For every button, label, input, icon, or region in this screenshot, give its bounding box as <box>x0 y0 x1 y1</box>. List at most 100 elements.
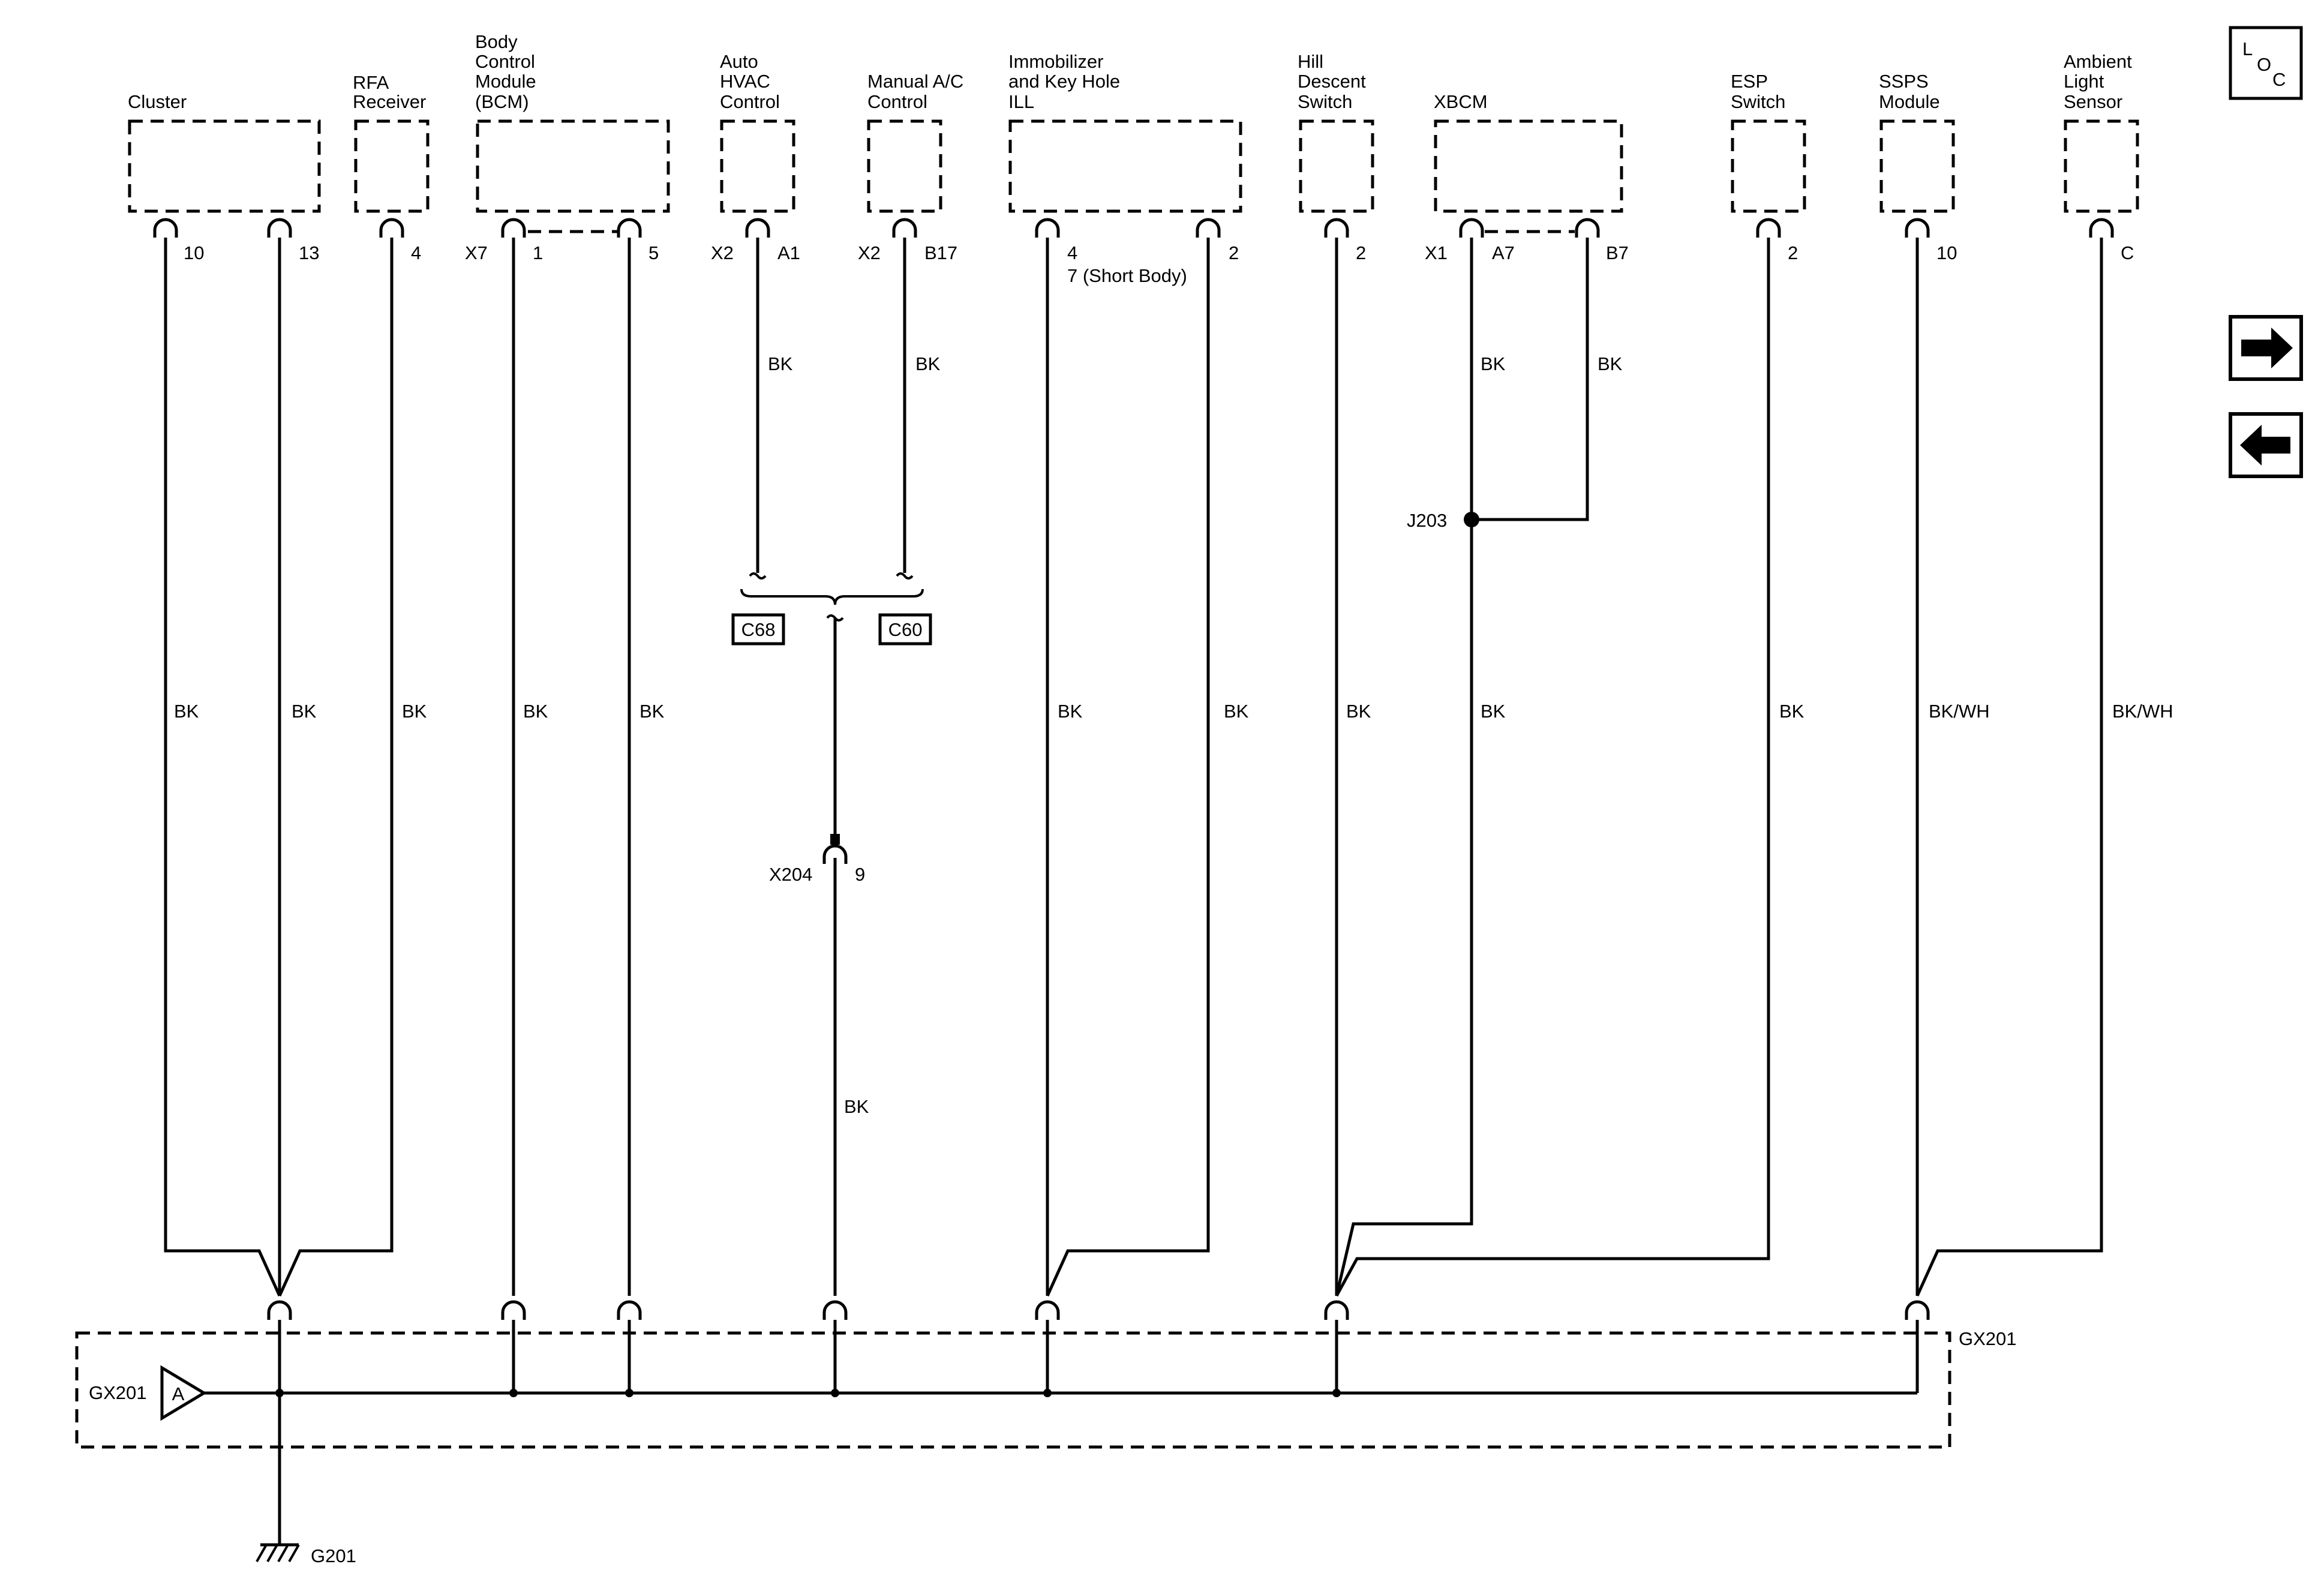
label-rfa-2: Receiver <box>353 91 426 112</box>
wirecolor-bcm-5: BK <box>639 701 665 722</box>
label-cluster: Cluster <box>128 91 187 112</box>
j203-dot <box>1464 512 1479 527</box>
gx201-terminal-hill <box>1324 1300 1349 1320</box>
terminal-bcm-5 <box>617 218 642 238</box>
pin-xbcm-b: B7 <box>1606 242 1629 263</box>
wirecolor-xbcm-a7-bottom: BK <box>1481 701 1506 722</box>
terminal-esp-2 <box>1756 218 1781 238</box>
c60-mark <box>896 572 914 580</box>
terminal-immo-4 <box>1035 218 1060 238</box>
terminal-xbcm-a7 <box>1459 218 1484 238</box>
wirecolor-cluster-10: BK <box>174 701 199 722</box>
pin-bcm-a: 1 <box>533 242 543 263</box>
ground-g201: G201 <box>256 1543 356 1566</box>
label-bcm-4: (BCM) <box>475 91 529 112</box>
pin-bcm-conn: X7 <box>465 242 488 263</box>
terminal-xbcm-b7 <box>1575 218 1600 238</box>
wirecolor-x204: BK <box>844 1096 869 1117</box>
box-immobilizer <box>1008 119 1242 213</box>
wire-xbcm-b7 <box>1472 238 1589 521</box>
terminal-rfa-4 <box>379 218 404 238</box>
bus-dot-immo <box>1043 1389 1052 1397</box>
wire-esp-2 <box>1335 238 1770 1297</box>
bottom-terminals <box>267 1300 1930 1320</box>
label-immo-3: ILL <box>1008 91 1034 112</box>
label-manual-1: Manual A/C <box>867 71 963 92</box>
bus-dot-bcm-5 <box>625 1389 633 1397</box>
pin-xbcm-conn: X1 <box>1425 242 1448 263</box>
wirecolor-esp: BK <box>1779 701 1804 722</box>
gx201-block-label: GX201 <box>1959 1328 2017 1349</box>
inline-connector-c68-c60: C68 C60 <box>731 572 932 646</box>
label-hvac-1: Auto <box>720 51 758 72</box>
box-manual-ac <box>867 119 942 213</box>
loc-letter-l: L <box>2242 38 2253 59</box>
gx201-terminal-x204 <box>822 1300 848 1320</box>
g201-label: G201 <box>311 1545 356 1566</box>
arrow-right-icon <box>2241 328 2293 368</box>
pin-labels: 10 13 4 X7 1 5 X2 A1 X2 B17 4 7 (Short B… <box>184 242 2134 286</box>
terminal-immo-2 <box>1196 218 1221 238</box>
box-hvac <box>720 119 795 213</box>
terminal-bcm-1 <box>501 218 526 238</box>
loc-button-frame <box>2229 26 2303 100</box>
terminal-ssps-10 <box>1905 218 1930 238</box>
loc-button[interactable]: L O C <box>2229 26 2303 100</box>
c68-mark <box>749 572 767 580</box>
label-immo-1: Immobilizer <box>1008 51 1103 72</box>
bus-dot-x204 <box>831 1389 839 1397</box>
top-terminals <box>153 218 2114 238</box>
previous-page-button[interactable] <box>2229 412 2303 478</box>
c60-box <box>878 613 932 646</box>
label-ssps-2: Module <box>1879 91 1940 112</box>
label-immo-2: and Key Hole <box>1008 71 1120 92</box>
wirecolor-xbcm-a7-top: BK <box>1481 353 1506 374</box>
wirecolor-rfa: BK <box>402 701 427 722</box>
next-page-button[interactable] <box>2229 315 2303 381</box>
gx201-terminal-ssps <box>1905 1300 1930 1320</box>
gx201-box <box>75 1331 1951 1449</box>
j203-label: J203 <box>1407 510 1447 531</box>
box-ssps <box>1879 119 1955 213</box>
terminal-hill-2 <box>1324 218 1349 238</box>
pin-immo-a: 4 <box>1067 242 1077 263</box>
pin-manual: B17 <box>924 242 957 263</box>
box-bcm <box>476 119 670 213</box>
label-ssps-1: SSPS <box>1879 71 1929 92</box>
label-hvac-3: Control <box>720 91 780 112</box>
wire-xbcm-a7 <box>1335 238 1473 1296</box>
loc-letter-c: C <box>2272 69 2286 90</box>
wirecolor-hill: BK <box>1346 701 1371 722</box>
reference-triangle <box>160 1365 207 1421</box>
pin-cluster-b: 13 <box>299 242 319 263</box>
gx201-terminal-bcm-1 <box>501 1300 526 1320</box>
pin-manual-conn: X2 <box>858 242 881 263</box>
pin-rfa: 4 <box>411 242 421 263</box>
wirecolor-immo-4: BK <box>1058 701 1083 722</box>
pin-esp: 2 <box>1788 242 1798 263</box>
pin-immo-b: 2 <box>1229 242 1239 263</box>
c68-box <box>731 613 785 646</box>
gx201-ref-label: GX201 <box>89 1382 147 1403</box>
label-ambient-1: Ambient <box>2064 51 2132 72</box>
box-hill-descent <box>1299 119 1374 213</box>
wire-rfa-4 <box>278 238 394 1297</box>
pin-hill: 2 <box>1356 242 1366 263</box>
wirecolor-manual: BK <box>915 353 941 374</box>
label-ambient-3: Sensor <box>2064 91 2122 112</box>
label-bcm-3: Module <box>475 71 536 92</box>
label-bcm-2: Control <box>475 51 535 72</box>
pin-ambient: C <box>2121 242 2134 263</box>
label-manual-2: Control <box>867 91 927 112</box>
wire-immo-2 <box>1046 238 1210 1297</box>
ground-symbol-icon <box>256 1544 300 1562</box>
bus-dot-bcm-1 <box>509 1389 518 1397</box>
pin-immo-a-alt: 7 (Short Body) <box>1067 265 1187 286</box>
label-hill-2: Descent <box>1298 71 1366 92</box>
label-hill-1: Hill <box>1298 51 1323 72</box>
label-ambient-2: Light <box>2064 71 2104 92</box>
box-xbcm <box>1434 119 1623 213</box>
wirecolor-cluster-13: BK <box>292 701 317 722</box>
loc-letter-o: O <box>2257 54 2271 75</box>
